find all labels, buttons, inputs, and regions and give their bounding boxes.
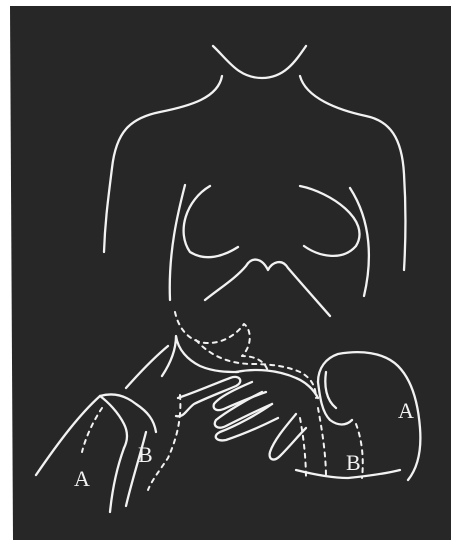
figure-background <box>10 6 451 540</box>
label-left-a: A <box>74 466 90 491</box>
label-right-a: A <box>398 398 414 423</box>
label-right-b: B <box>346 450 361 475</box>
label-left-b: B <box>138 442 153 467</box>
